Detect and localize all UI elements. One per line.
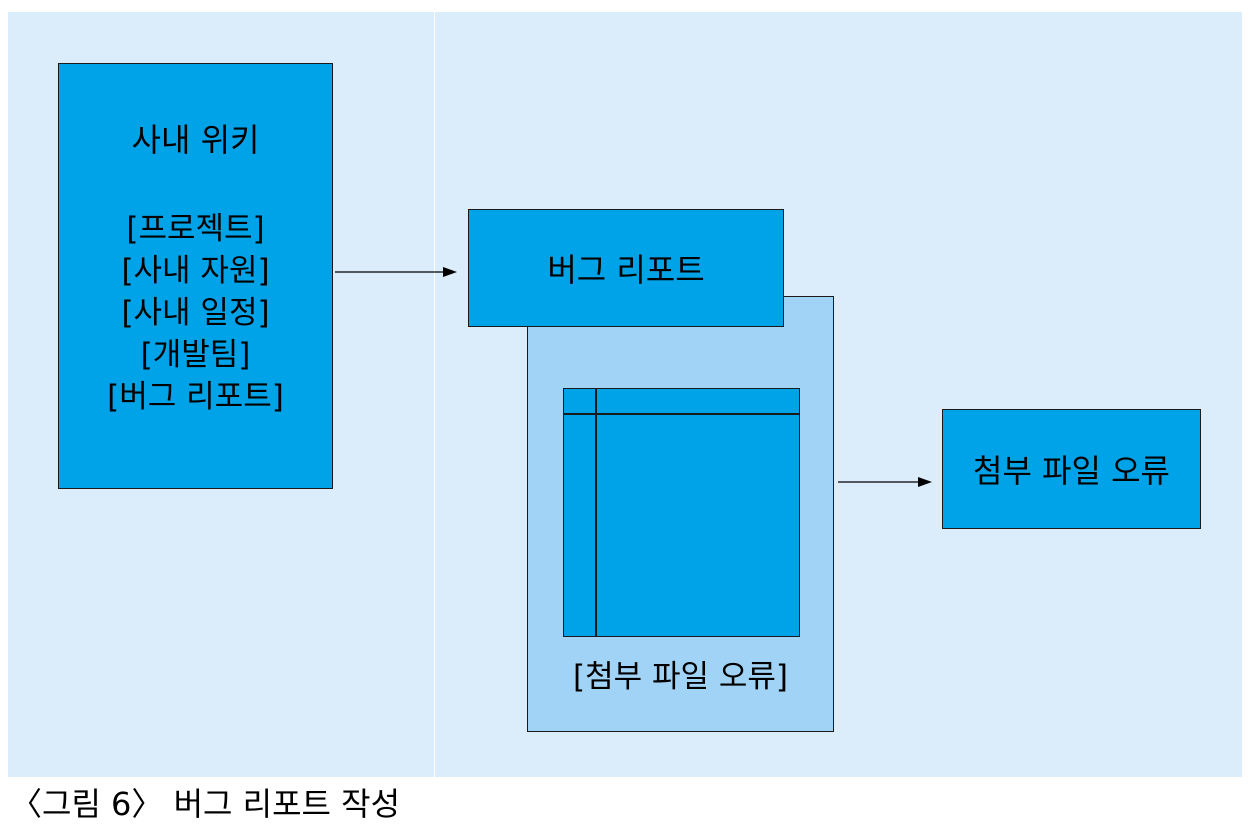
wiki-menu-item-schedule: [사내 일정] [121, 295, 270, 331]
figure-caption: 〈그림 6〉 버그 리포트 작성 [10, 785, 401, 823]
wiki-title: 사내 위키 [131, 121, 260, 159]
wiki-menu-item-bug-report: [버그 리포트] [107, 379, 284, 415]
attachment-error-card: [첨부 파일 오류] [527, 296, 834, 732]
company-wiki-box: 사내 위키 [프로젝트] [사내 자원] [사내 일정] [개발팀] [버그 리… [58, 63, 333, 489]
preview-header-divider [564, 413, 799, 415]
wiki-menu-item-project: [프로젝트] [126, 211, 265, 247]
wiki-menu-item-dev-team: [개발팀] [140, 337, 251, 373]
wiki-menu-item-resources: [사내 자원] [121, 253, 270, 289]
arrow-wiki-to-bug-report [335, 267, 457, 277]
attachment-error-label: 첨부 파일 오류 [973, 452, 1170, 490]
attachment-preview-table [563, 388, 800, 637]
preview-column-divider [595, 389, 597, 636]
bug-report-box: 버그 리포트 [468, 209, 784, 327]
attachment-card-caption: [첨부 파일 오류] [572, 659, 789, 695]
wiki-menu-list: [프로젝트] [사내 자원] [사내 일정] [개발팀] [버그 리포트] [59, 208, 332, 418]
attachment-error-box: 첨부 파일 오류 [942, 409, 1201, 529]
arrow-card-to-attachment-error [838, 477, 932, 487]
bug-report-label: 버그 리포트 [547, 251, 705, 289]
